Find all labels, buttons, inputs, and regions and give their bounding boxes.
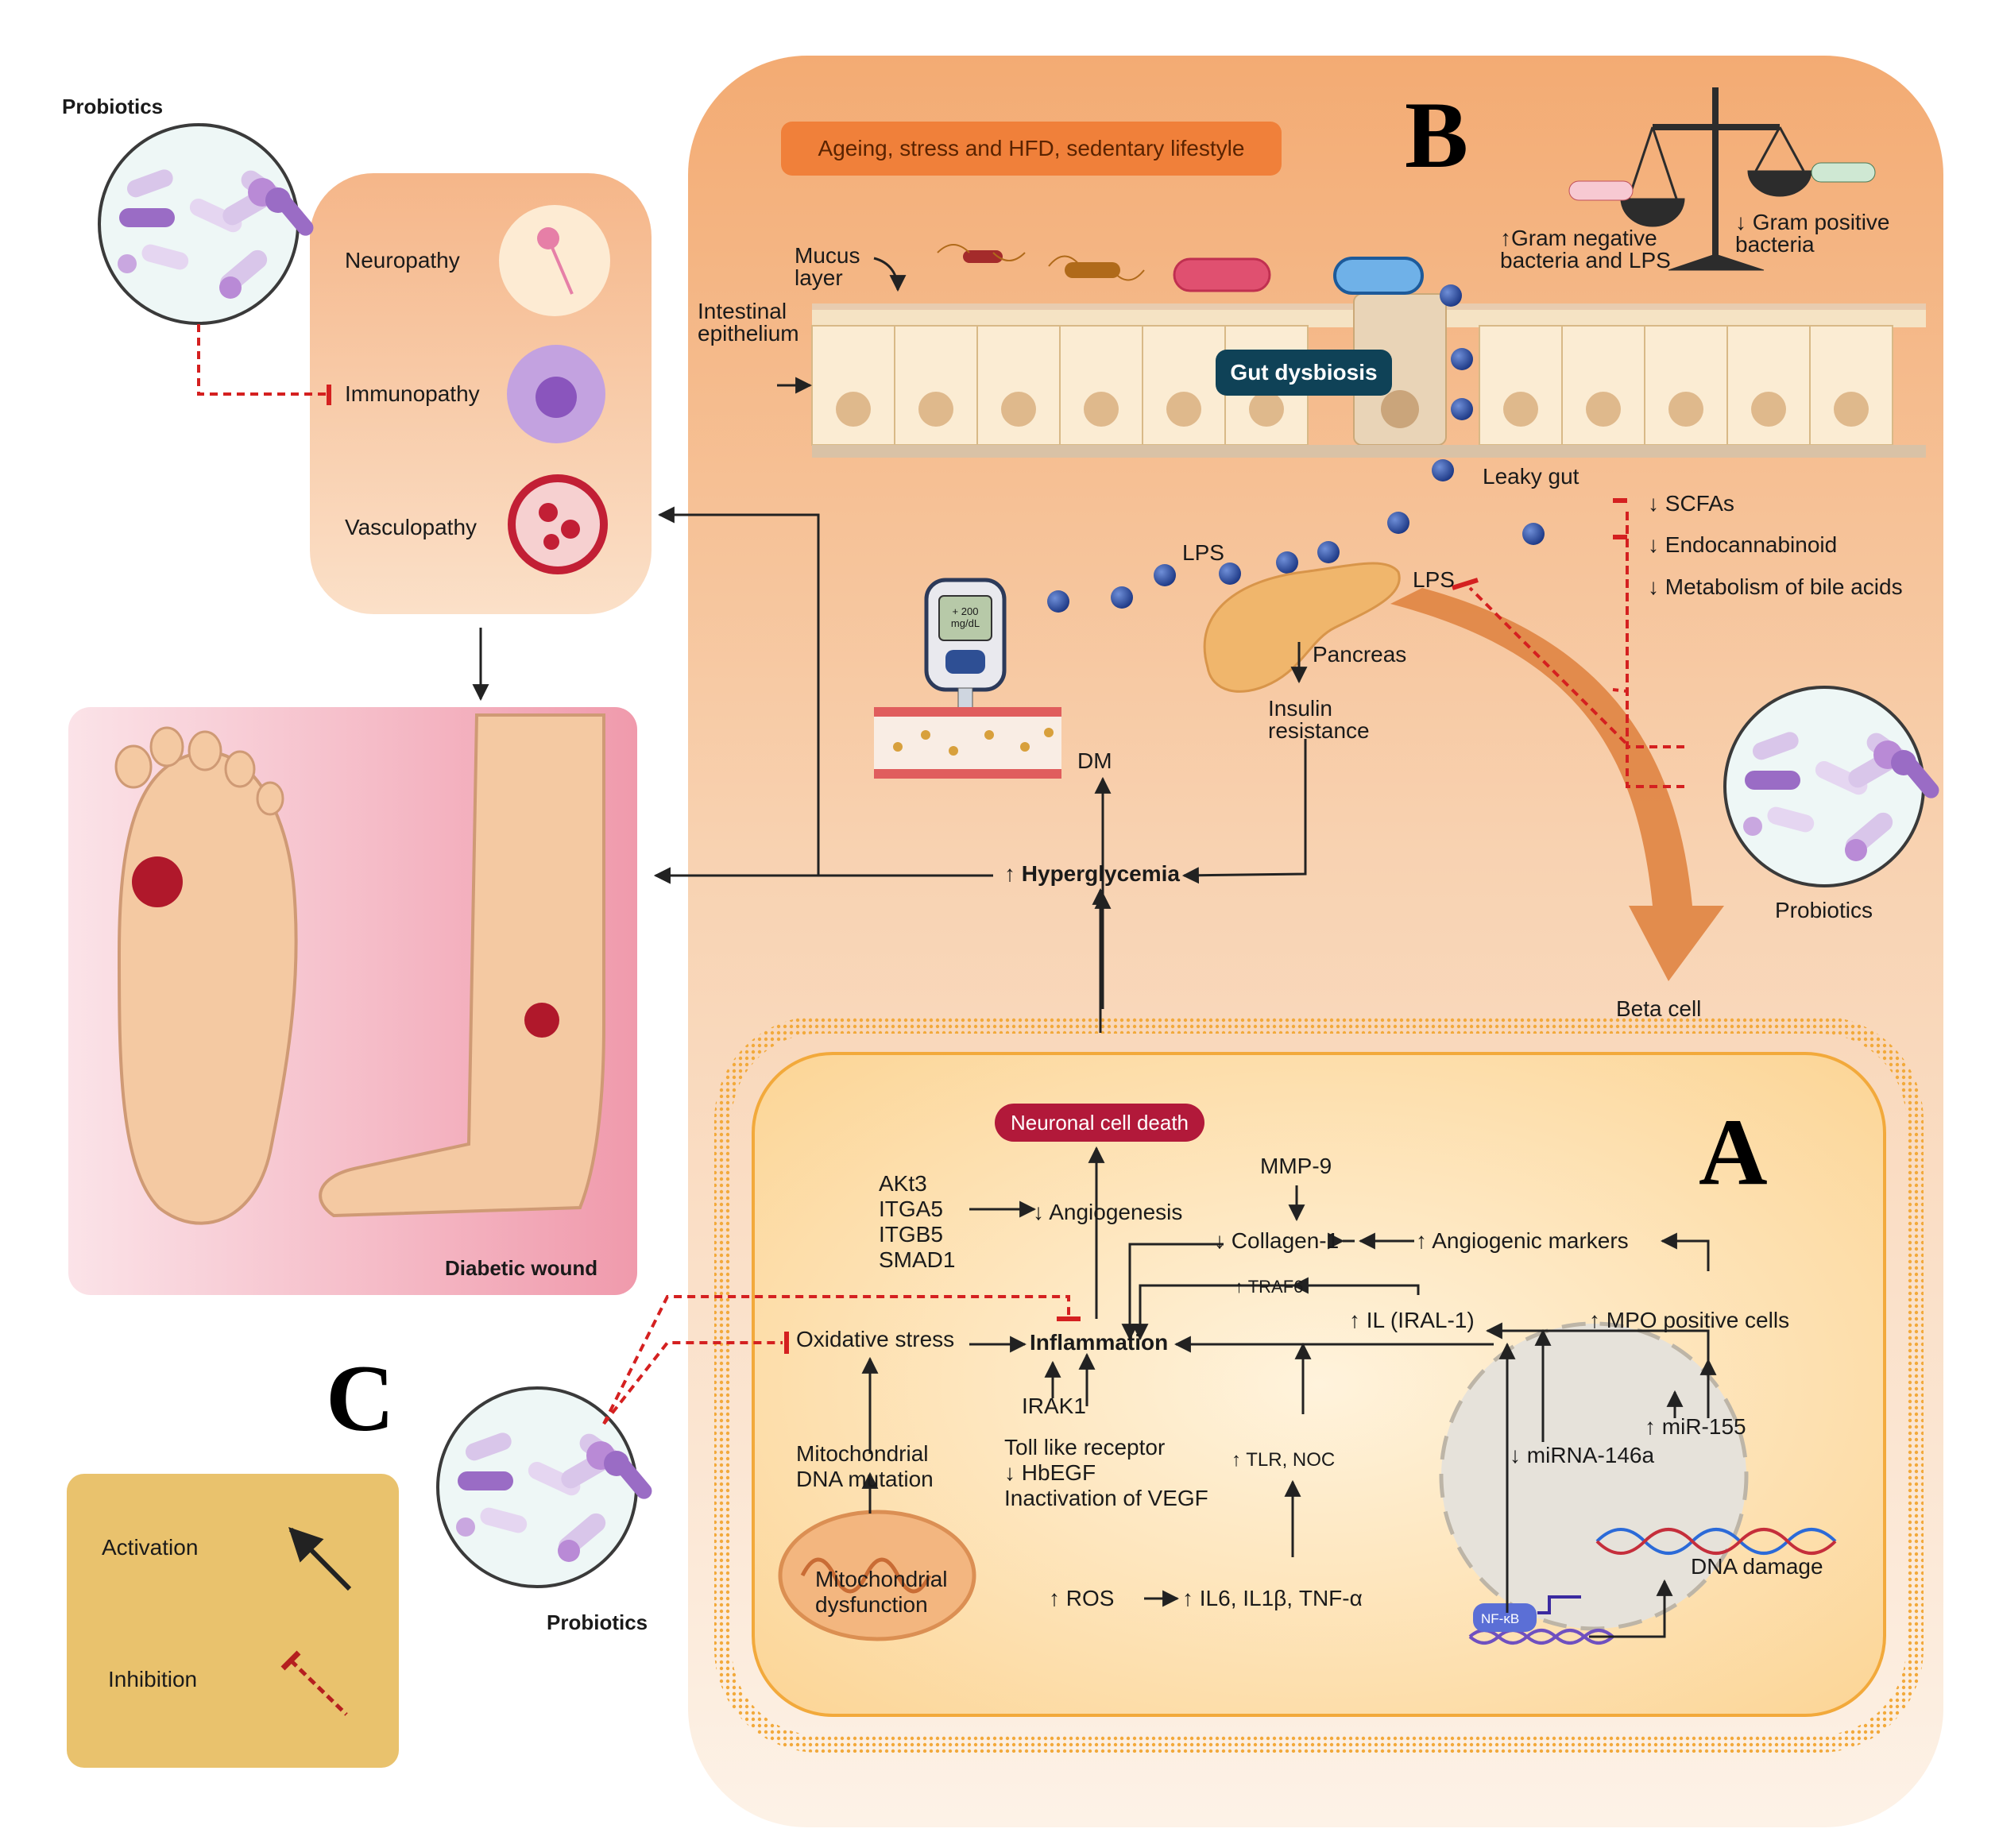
- blood-vessel: [874, 707, 1061, 779]
- dm-label: DM: [1077, 748, 1112, 773]
- tlr-noc-label: ↑ TLR, NOC: [1231, 1449, 1336, 1471]
- glucometer: [924, 578, 1007, 717]
- collagen-label: ↓ Collagen-1: [1214, 1228, 1340, 1253]
- nucleus: [1439, 1321, 1749, 1631]
- mpo-label: ↑ MPO positive cells: [1589, 1308, 1790, 1332]
- leg: [319, 713, 605, 1218]
- nfkb-label: NF-κB: [1481, 1611, 1520, 1626]
- lps-label-right: LPS: [1413, 567, 1455, 592]
- legend-box: [67, 1474, 399, 1768]
- inflammation-label: Inflammation: [1030, 1330, 1169, 1355]
- intestinal-epithelium: [811, 293, 1926, 458]
- diabetic-wound-label: Diabetic wound: [445, 1256, 598, 1280]
- balance-scale: [1568, 87, 1876, 271]
- bile-acids-label: ↓ Metabolism of bile acids: [1648, 574, 1903, 599]
- gut-dysbiosis-badge: Gut dysbiosis: [1216, 350, 1392, 396]
- panel-letter-a: A: [1699, 1099, 1768, 1204]
- probiotics-label-right: Probiotics: [1775, 898, 1873, 922]
- panel-letter-c: C: [326, 1345, 395, 1451]
- hyperglycemia-label: ↑ Hyperglycemia: [1004, 861, 1180, 886]
- dna-damage-label: DNA damage: [1691, 1554, 1823, 1579]
- vasculopathy-label: Vasculopathy: [345, 515, 478, 539]
- beta-cell-label: Beta cell: [1616, 996, 1702, 1021]
- ros-label: ↑ ROS: [1049, 1586, 1115, 1610]
- nfkb-complex: [1468, 1595, 1614, 1645]
- mirna146a-label: ↓ miRNA-146a: [1510, 1443, 1655, 1467]
- gut-bacteria: [937, 244, 1424, 295]
- angiogenic-markers-label: ↑ Angiogenic markers: [1416, 1228, 1629, 1253]
- lps-particles: [1047, 284, 1545, 613]
- legend-inhibition-label: Inhibition: [108, 1667, 198, 1691]
- oxidative-stress-label: Oxidative stress: [796, 1327, 955, 1351]
- angiogenesis-label: ↓ Angiogenesis: [1033, 1200, 1183, 1224]
- probiotics-label-top-left: Probiotics: [62, 95, 164, 118]
- neuronal-cell-death-badge: Neuronal cell death: [995, 1104, 1204, 1142]
- immunopathy-label: Immunopathy: [345, 381, 480, 406]
- cytokines-label: ↑ IL6, IL1β, TNF-α: [1182, 1586, 1363, 1610]
- pancreas-shape: [1203, 562, 1401, 693]
- neuropathy-icon: [499, 205, 610, 316]
- lifestyle-banner: Ageing, stress and HFD, sedentary lifest…: [781, 122, 1282, 176]
- legend-activation-label: Activation: [102, 1535, 199, 1560]
- pancreas-label: Pancreas: [1313, 642, 1407, 667]
- legend-activation-arrow: [288, 1527, 352, 1591]
- pancreas-to-beta-arrow: [1390, 588, 1724, 981]
- mmp9-label: MMP-9: [1260, 1154, 1332, 1178]
- immunopathy-icon: [507, 345, 605, 443]
- probiotics-circle-bottom: [436, 1386, 657, 1588]
- mitochondria: [778, 1510, 976, 1641]
- lps-label-left: LPS: [1182, 540, 1224, 565]
- mir155-label: ↑ miR-155: [1645, 1414, 1746, 1439]
- traf6-label: ↑ TRAF6: [1235, 1277, 1304, 1297]
- legend-inhibition-symbol: [280, 1650, 348, 1716]
- panel-letter-b: B: [1405, 82, 1469, 188]
- il-iral-label: ↑ IL (IRAL-1): [1349, 1308, 1475, 1332]
- inhibition-bars: [327, 385, 1627, 1354]
- neuropathy-label: Neuropathy: [345, 248, 460, 273]
- probiotics-label-bottom: Probiotics: [547, 1610, 648, 1634]
- foot-sole: [114, 726, 298, 1225]
- endocannabinoid-label: ↓ Endocannabinoid: [1648, 532, 1838, 557]
- irak1-label: IRAK1: [1022, 1394, 1086, 1418]
- scfas-label: ↓ SCFAs: [1648, 491, 1734, 516]
- dna-strand: [1595, 1528, 1837, 1555]
- probiotics-circle-top-left: [98, 123, 319, 325]
- leaky-gut-label: Leaky gut: [1483, 464, 1579, 489]
- vasculopathy-icon: [508, 474, 608, 574]
